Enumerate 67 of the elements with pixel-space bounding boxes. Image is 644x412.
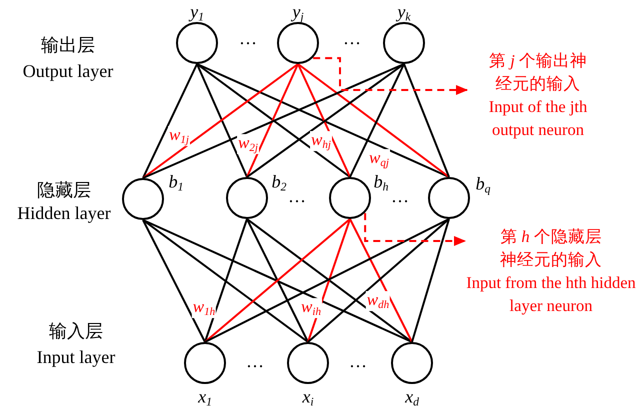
neuron-label: x$_{d}$ [405,388,419,408]
connection-line [297,64,351,178]
layer-label: 输入层 [49,322,103,340]
connection-line [411,218,450,342]
connection-line [142,219,412,343]
weight-label: w$_{dh}$ [366,291,390,311]
layer-label: 隐藏层 [37,181,91,199]
neuron-circle [391,342,433,384]
neuron-label: x$_{1}$ [198,388,212,408]
connection-line [142,64,198,178]
connection-line [204,218,351,343]
connection-line [196,63,450,178]
neuron-circle [428,177,470,219]
dashed-arrow [313,57,468,95]
neuron-label: b$_{2}$ [272,172,286,194]
dashed-arrow [364,213,466,246]
neuron-label: b$_{h}$ [374,172,388,194]
weight-label: w$_{2j}$ [237,134,259,154]
connection-line [246,63,405,178]
ellipsis: … [391,187,409,205]
weight-label: w$_{qj}$ [368,149,390,169]
ellipsis: … [239,29,257,47]
connection-line [196,64,248,178]
ellipsis: … [246,352,264,370]
neuron-circle [122,178,164,220]
connection-line [246,218,413,343]
layer-label: Output layer [22,62,114,80]
neuron-label: x$_{i}$ [302,388,314,408]
connection-line [246,64,299,178]
neuron-label: b$_{1}$ [168,172,184,194]
neuron-circle [176,22,218,64]
connection-line [349,64,405,178]
ellipsis: … [343,29,361,47]
connection-line [204,218,248,342]
ellipsis: … [349,352,367,370]
callout-text: 第 j 个输出神经元的输入 [488,50,588,95]
neuron-circle [383,22,425,64]
callout-text: Input of the jth output neuron [488,96,588,141]
connection-line [142,219,309,343]
layer-label: Input layer [36,348,116,366]
neuron-circle [287,342,329,384]
layer-label: 输出层 [41,36,95,54]
connection-line [403,64,450,178]
connection-line [297,63,450,178]
callout-text: 第 h 个隐藏层神经元的输入 [499,226,603,271]
neuron-circle [277,22,319,64]
weight-label: w$_{1j}$ [168,126,190,146]
connection-line [307,218,450,343]
connection-line [196,63,351,178]
layer-label: Hidden layer [17,204,111,222]
connection-line [142,63,404,179]
neuron-circle [226,177,268,219]
connection-line [142,220,206,342]
connection-line [246,218,309,342]
neuron-circle [329,177,371,219]
connection-line [307,218,351,342]
weight-label: w$_{hj}$ [310,131,332,151]
connection-line [142,63,299,179]
neuron-label: y$_{1}$ [190,2,204,24]
callout-text: Input from the hth hidden layer neuron [466,272,636,317]
connection-line [349,218,413,342]
neuron-circle [184,342,226,384]
connection-line [204,218,450,343]
neuron-label: y$_{k}$ [397,2,411,24]
weight-label: w$_{ih}$ [300,298,322,318]
neuron-label: b$_{q}$ [476,174,490,196]
ellipsis: … [288,187,306,205]
